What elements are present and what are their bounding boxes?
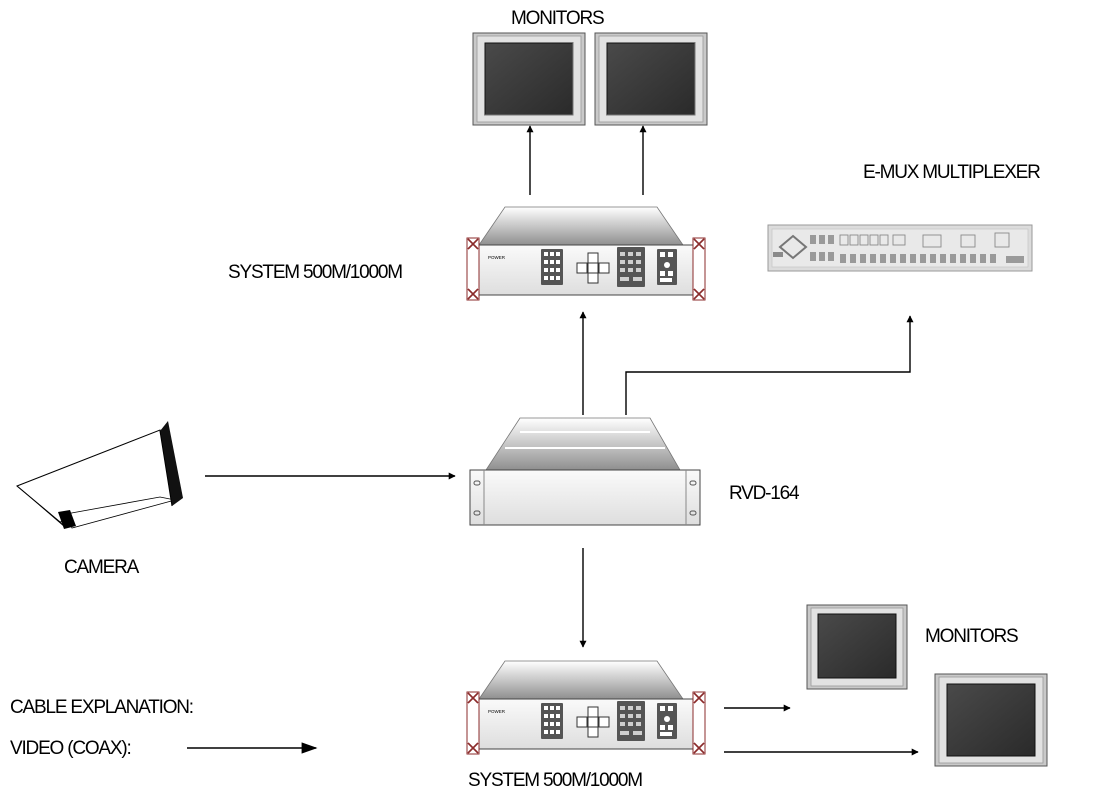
system-500m-1000m-bottom [466, 660, 706, 755]
label-emux-multiplexer: E-MUX MULTIPLEXER [863, 162, 1041, 183]
label-cable-explanation: CABLE EXPLANATION: [10, 697, 194, 718]
monitor-top-right [594, 32, 708, 126]
label-rvd-164: RVD-164 [729, 483, 800, 504]
connection-lines [187, 125, 919, 756]
rvd-164-device [469, 417, 701, 526]
label-video-coax: VIDEO (COAX): [10, 738, 132, 759]
camera [16, 421, 183, 529]
label-system-bottom: SYSTEM 500M/1000M [468, 770, 643, 791]
label-monitors-top: MONITORS [511, 8, 605, 29]
monitor-bottom-small [806, 604, 908, 690]
arrow-rvd-to-emux [625, 315, 914, 415]
label-camera: CAMERA [64, 557, 139, 578]
label-monitors-bottom: MONITORS [925, 626, 1019, 647]
label-system-top: SYSTEM 500M/1000M [228, 262, 403, 283]
monitor-bottom-large [934, 673, 1048, 767]
emux-multiplexer [767, 224, 1033, 272]
system-500m-1000m-top [466, 206, 706, 301]
monitor-top-left [472, 32, 586, 126]
